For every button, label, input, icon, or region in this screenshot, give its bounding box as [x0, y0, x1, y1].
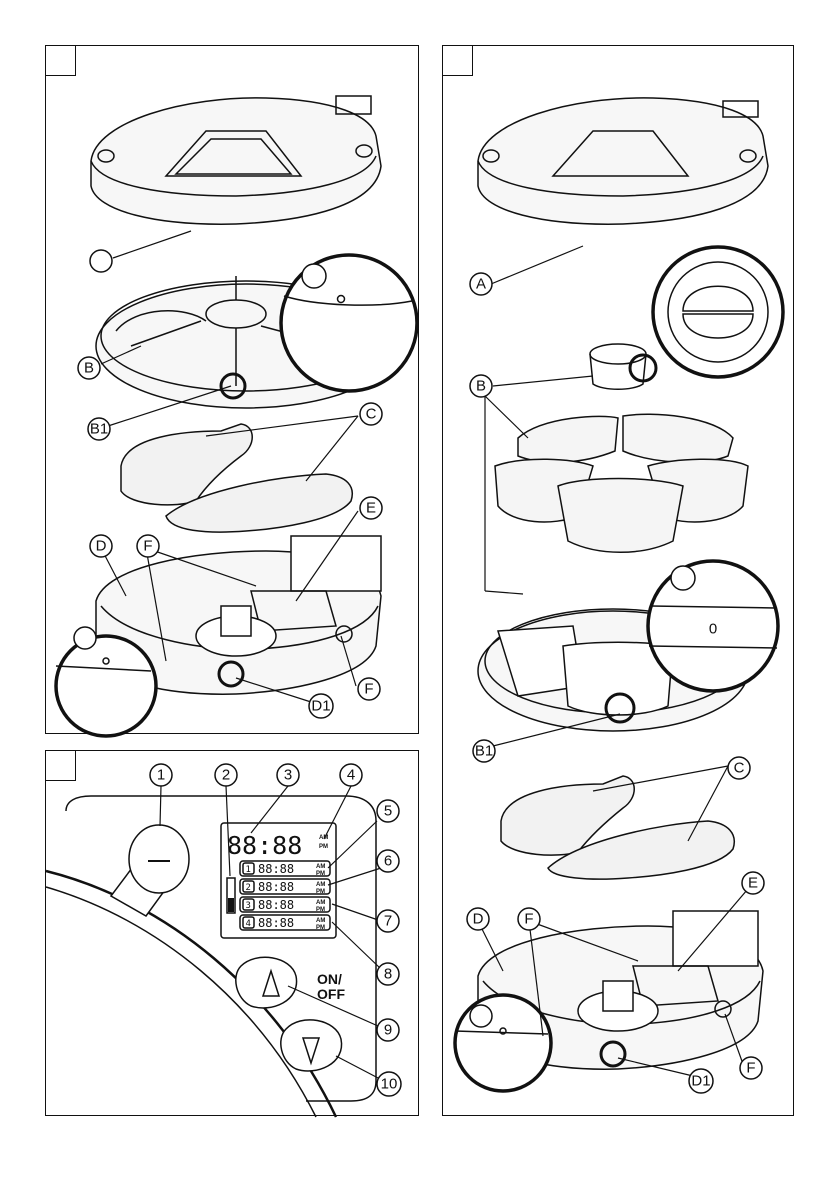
- control-panel-figure: 88:88 AM PM 1 88:88 AM PM 2 88:88 AM PM: [45, 750, 419, 1116]
- hub-part: [590, 344, 656, 389]
- meal-row-1-time: 88:88: [258, 862, 294, 876]
- lid-part: [91, 96, 381, 224]
- callout-10: 10: [381, 1076, 398, 1093]
- exploded-view-drawing-2: 0: [443, 46, 795, 1117]
- lid-part: [478, 98, 768, 224]
- label-e: E: [366, 500, 376, 517]
- meal-row-3-pm: PM: [316, 907, 325, 913]
- exploded-view-panel-1: B B1 C E D F F D1: [45, 45, 419, 734]
- callout-9: 9: [384, 1022, 392, 1039]
- callout-5: 5: [384, 803, 392, 820]
- meal-row-4-number: 4: [246, 919, 251, 929]
- lcd-main-am: AM: [319, 835, 328, 841]
- callout-1: 1: [157, 767, 165, 784]
- label-d1: D1: [311, 698, 330, 715]
- meal-row-1-am: AM: [316, 864, 325, 870]
- callout-6: 6: [384, 853, 392, 870]
- callout-8: 8: [384, 966, 392, 983]
- down-arrow-button[interactable]: [281, 1020, 342, 1071]
- detail-magnifier-dial: [653, 247, 783, 377]
- label-d: D: [473, 911, 484, 928]
- bowl-parts: [501, 776, 734, 879]
- detail-magnifier-base: [56, 636, 156, 736]
- callout-4: 4: [347, 767, 355, 784]
- meal-row-4-time: 88:88: [258, 916, 294, 930]
- battery-fill: [228, 898, 234, 912]
- callout-3: 3: [284, 767, 292, 784]
- up-arrow-button[interactable]: [236, 957, 297, 1008]
- label-f-2: F: [746, 1060, 755, 1077]
- exploded-view-panel-2: 0: [442, 45, 794, 1116]
- label-c: C: [366, 406, 377, 423]
- detail-mark: 0: [709, 621, 717, 638]
- label-f: F: [524, 911, 533, 928]
- meal-row-4-am: AM: [316, 918, 325, 924]
- bowl-set: [495, 414, 748, 552]
- exploded-view-drawing-1: B B1 C E D F F D1: [46, 46, 420, 735]
- control-panel-drawing: 88:88 AM PM 1 88:88 AM PM 2 88:88 AM PM: [46, 751, 420, 1117]
- meal-row-3-time: 88:88: [258, 898, 294, 912]
- meal-row-2-am: AM: [316, 882, 325, 888]
- label-f-2: F: [364, 681, 373, 698]
- on-label: ON/: [317, 971, 342, 987]
- off-label: OFF: [317, 986, 345, 1002]
- callout-7: 7: [384, 913, 392, 930]
- button-1-manual[interactable]: [111, 825, 189, 916]
- meal-row-2-time: 88:88: [258, 880, 294, 894]
- label-b: B: [84, 360, 94, 377]
- lcd-main-time: 88:88: [227, 831, 302, 860]
- meal-row-1-pm: PM: [316, 871, 325, 877]
- meal-row-2-number: 2: [246, 883, 251, 893]
- label-f: F: [143, 538, 152, 555]
- label-b1: B1: [90, 421, 108, 438]
- label-a: A: [476, 276, 486, 293]
- lcd-main-pm: PM: [319, 844, 328, 850]
- label-c: C: [734, 760, 745, 777]
- label-b: B: [476, 378, 486, 395]
- meal-row-4-pm: PM: [316, 925, 325, 931]
- label-b1: B1: [475, 743, 493, 760]
- detail-magnifier-base: [455, 995, 551, 1091]
- meal-row-3-number: 3: [246, 901, 251, 911]
- callout-2: 2: [222, 767, 230, 784]
- label-d: D: [96, 538, 107, 555]
- meal-row-3-am: AM: [316, 900, 325, 906]
- label-e: E: [748, 875, 758, 892]
- bowl-parts: [121, 424, 352, 532]
- meal-row-2-pm: PM: [316, 889, 325, 895]
- label-d1: D1: [691, 1073, 710, 1090]
- meal-row-1-number: 1: [246, 865, 251, 875]
